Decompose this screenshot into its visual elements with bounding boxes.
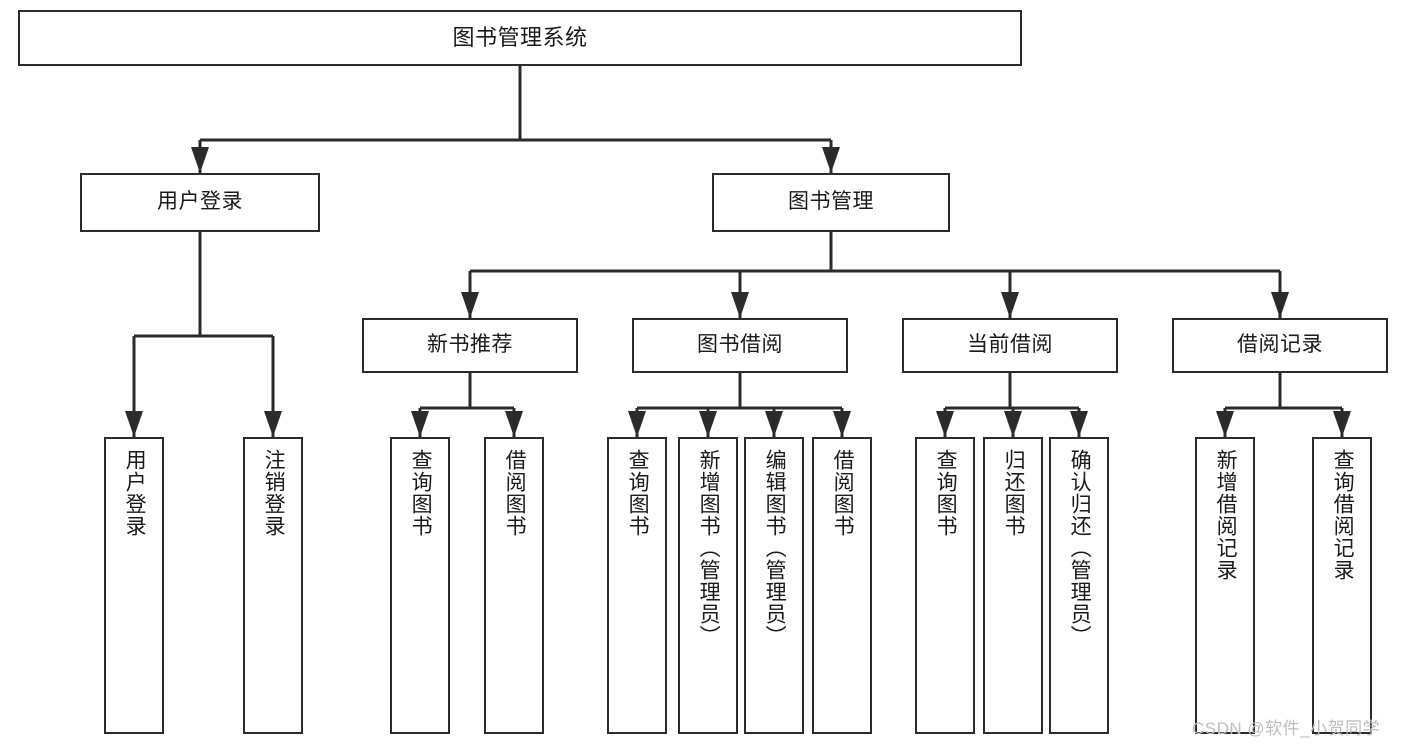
node-label: 确认归还（管理员）	[1068, 449, 1092, 647]
node-leaf-confirm-ret[interactable]: 确认归还（管理员）	[1049, 437, 1109, 734]
node-leaf-edit-book[interactable]: 编辑图书（管理员）	[744, 437, 804, 734]
node-label: 用户登录	[157, 190, 243, 214]
node-leaf-query-book-1[interactable]: 查询图书	[390, 437, 450, 734]
node-leaf-return-book[interactable]: 归还图书	[983, 437, 1043, 734]
watermark: CSDN @软件_小贺同学	[1192, 719, 1381, 738]
node-current-borrow[interactable]: 当前借阅	[902, 318, 1118, 373]
node-leaf-query-book-3[interactable]: 查询图书	[915, 437, 975, 734]
node-label: 新增图书（管理员）	[697, 449, 721, 647]
node-label: 借阅记录	[1237, 333, 1323, 357]
node-book-manage[interactable]: 图书管理	[712, 173, 950, 232]
node-label: 查询借阅记录	[1331, 449, 1355, 581]
node-leaf-query-book-2[interactable]: 查询图书	[607, 437, 667, 734]
node-leaf-borrow-book-1[interactable]: 借阅图书	[484, 437, 544, 734]
node-leaf-add-record[interactable]: 新增借阅记录	[1195, 437, 1255, 734]
node-label: 注销登录	[262, 449, 286, 537]
node-book-borrow[interactable]: 图书借阅	[632, 318, 848, 373]
node-leaf-query-record[interactable]: 查询借阅记录	[1312, 437, 1372, 734]
node-user-login[interactable]: 用户登录	[80, 173, 320, 232]
node-new-book-rec[interactable]: 新书推荐	[362, 318, 578, 373]
node-label: 当前借阅	[967, 333, 1053, 357]
node-leaf-user-logout[interactable]: 注销登录	[243, 437, 303, 734]
node-label: 借阅图书	[503, 449, 527, 537]
node-label: 编辑图书（管理员）	[763, 449, 787, 647]
node-label: 归还图书	[1002, 449, 1026, 537]
node-root[interactable]: 图书管理系统	[18, 10, 1022, 66]
node-label: 图书管理系统	[452, 25, 588, 51]
node-label: 查询图书	[626, 449, 650, 537]
node-label: 查询图书	[409, 449, 433, 537]
node-label: 查询图书	[934, 449, 958, 537]
node-leaf-borrow-book-2[interactable]: 借阅图书	[812, 437, 872, 734]
node-label: 图书管理	[788, 190, 874, 214]
node-label: 图书借阅	[697, 333, 783, 357]
node-borrow-record[interactable]: 借阅记录	[1172, 318, 1388, 373]
node-label: 新增借阅记录	[1214, 449, 1238, 581]
node-leaf-add-book[interactable]: 新增图书（管理员）	[678, 437, 738, 734]
node-label: 用户登录	[123, 449, 147, 537]
node-leaf-user-login[interactable]: 用户登录	[104, 437, 164, 734]
node-label: 新书推荐	[427, 333, 513, 357]
node-label: 借阅图书	[831, 449, 855, 537]
